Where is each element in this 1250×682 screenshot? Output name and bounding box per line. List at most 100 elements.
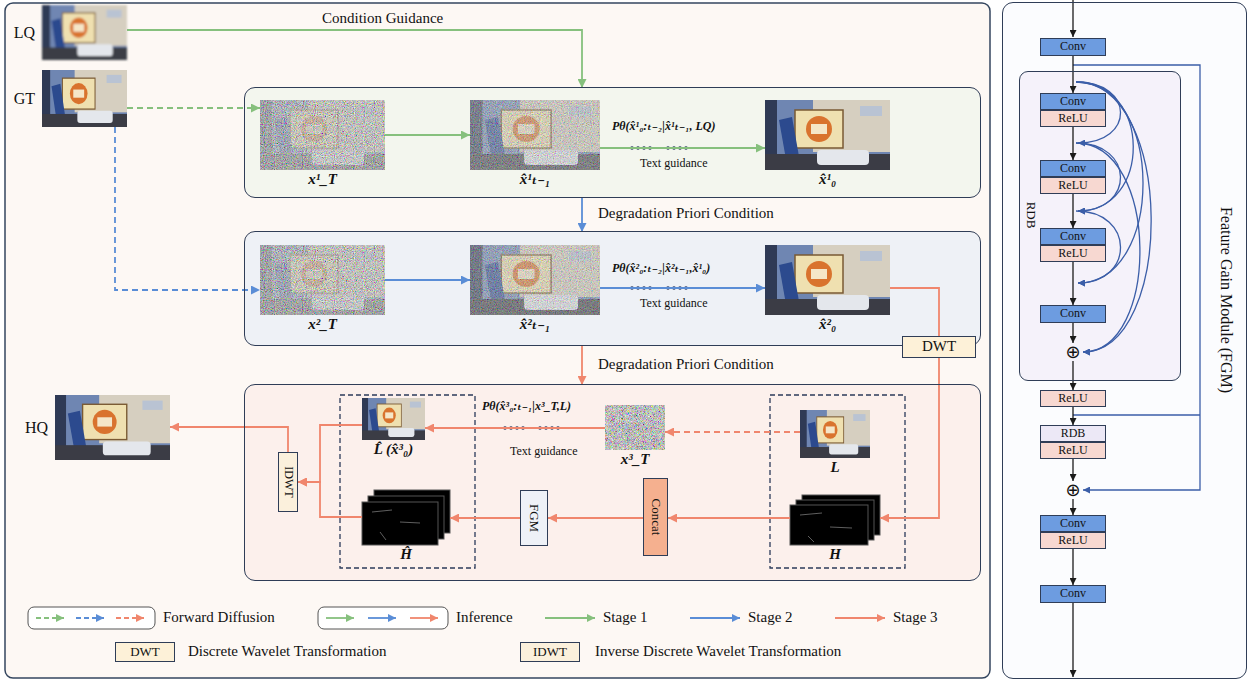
operator-label: Conv xyxy=(1060,40,1086,54)
guidance-text: Text guidance xyxy=(640,157,707,171)
formula-text: Pθ(x̂²₀:ₜ₋₂|x̂²ₜ₋₁,x̂¹₀) xyxy=(612,262,710,276)
edge-label: Condition Guidance xyxy=(322,10,443,27)
legend-sample xyxy=(690,617,740,619)
high-frequency-stack xyxy=(790,505,868,545)
photo-tiles xyxy=(260,245,385,315)
idwt-box: IDWT xyxy=(278,452,298,512)
image-label: Ĥ xyxy=(400,546,412,563)
legend-idwt-box: IDWT xyxy=(520,642,580,662)
image-tile: LQ xyxy=(42,5,127,60)
dashed-group-box xyxy=(340,395,475,568)
conv-layer: Conv xyxy=(1040,93,1106,110)
photo-tiles xyxy=(362,398,425,440)
photo-tiles xyxy=(42,70,127,127)
fgm-panel: Feature Gain Module (FGM)ConvRDBConvReLU… xyxy=(1003,3,1246,678)
relu-layer: ReLU xyxy=(1040,110,1106,127)
image-tile: x̂²ₜ₋₁ xyxy=(470,245,600,315)
diffusion-stage-box: Pθ(x̂¹₀:ₜ₋₂|x̂¹ₜ₋₁, LQ)Text guidancex¹_T… xyxy=(245,88,980,197)
photo-tiles xyxy=(42,5,127,60)
conv-layer: Conv xyxy=(1040,160,1106,177)
conv-layer: Conv xyxy=(1040,38,1106,56)
fgm-box: FGM xyxy=(520,490,548,546)
photo-tiles xyxy=(42,5,890,460)
connector xyxy=(1072,127,1073,160)
legend-text: Stage 2 xyxy=(748,609,793,626)
image-label: LQ xyxy=(14,23,35,41)
image-label: H xyxy=(829,546,841,563)
sum-symbol: ⊕ xyxy=(1065,481,1080,499)
panel-title: Feature Gain Module (FGM) xyxy=(1217,207,1235,393)
panel-ground xyxy=(1003,3,1246,678)
connector xyxy=(115,127,260,290)
high-frequency-stack xyxy=(362,490,880,545)
connector xyxy=(890,288,939,336)
connector xyxy=(548,517,643,519)
connector xyxy=(1072,56,1073,93)
operator-label: ReLU xyxy=(1058,444,1087,458)
operator-label: Conv xyxy=(1060,230,1086,244)
image-tile: x³_T xyxy=(605,405,665,450)
image-tile: GT xyxy=(42,70,127,127)
connector xyxy=(298,482,362,517)
operator-label: DWT xyxy=(922,338,956,355)
photo-tiles xyxy=(470,245,600,315)
photo-tiles xyxy=(260,100,385,170)
connector xyxy=(385,134,470,136)
panel-ground xyxy=(5,3,990,678)
high-frequency-stack xyxy=(800,513,852,542)
operator-label: Concat xyxy=(648,499,663,536)
connector xyxy=(600,147,765,149)
sum-node: ⊕ xyxy=(1064,343,1082,361)
connector xyxy=(170,427,288,452)
panel-ground xyxy=(245,88,980,197)
connector xyxy=(600,287,765,289)
connector xyxy=(1072,361,1073,390)
legend-sample xyxy=(36,617,64,619)
connector xyxy=(127,30,582,88)
image-label: GT xyxy=(14,89,35,107)
legend-sample xyxy=(28,607,155,629)
photo-tiles xyxy=(765,100,890,170)
sum-node: ⊕ xyxy=(1064,481,1082,499)
image-tile: H xyxy=(790,495,880,545)
operator-label: ReLU xyxy=(1058,247,1087,261)
legend-sample xyxy=(116,617,144,619)
legend-sample xyxy=(326,617,354,619)
connector xyxy=(581,197,583,232)
operator-label: Conv xyxy=(1060,95,1086,109)
image-tile: x²_T xyxy=(260,245,385,315)
image-tile: L xyxy=(800,410,870,458)
image-label: x̂²₀ xyxy=(819,316,836,333)
photo-tiles xyxy=(470,245,600,315)
photo-tiles xyxy=(800,410,870,458)
connector xyxy=(1072,262,1073,305)
conv-layer: Conv xyxy=(1040,305,1106,323)
conv-layer: Conv xyxy=(1040,228,1106,245)
fgm-wire xyxy=(1072,603,1073,677)
guidance-text: Text guidance xyxy=(510,445,577,459)
operator-label: ReLU xyxy=(1058,112,1087,126)
operator-label: DWT xyxy=(130,645,160,660)
panel-ground xyxy=(245,232,980,345)
dashed-group-box xyxy=(340,395,905,568)
connector xyxy=(1072,459,1073,481)
guidance-text: Text guidance xyxy=(640,297,707,311)
concat-box: Concat xyxy=(643,478,668,556)
diffusion-stage-box: Pθ(x̂³₀:ₜ₋₁|x³_T,L)Text guidanceL̂ (x̂³₀… xyxy=(245,385,980,580)
operator-label: ReLU xyxy=(1058,392,1087,406)
image-tile: x¹_T xyxy=(260,100,385,170)
image-label: x̂²ₜ₋₁ xyxy=(520,316,551,333)
image-label: x̂¹₀ xyxy=(819,171,836,188)
relu-layer: ReLU xyxy=(1040,177,1106,194)
image-label: x̂¹ₜ₋₁ xyxy=(520,171,551,188)
legend-sample xyxy=(76,617,104,619)
photo-tiles xyxy=(605,405,665,450)
image-label: x¹_T xyxy=(308,171,337,188)
legend-sample xyxy=(28,607,885,629)
panel-ground xyxy=(5,3,1246,678)
connector xyxy=(1072,407,1073,425)
image-label: HQ xyxy=(25,418,48,436)
connector xyxy=(581,345,583,385)
connector xyxy=(665,431,800,433)
conv-layer: Conv xyxy=(1040,585,1106,603)
